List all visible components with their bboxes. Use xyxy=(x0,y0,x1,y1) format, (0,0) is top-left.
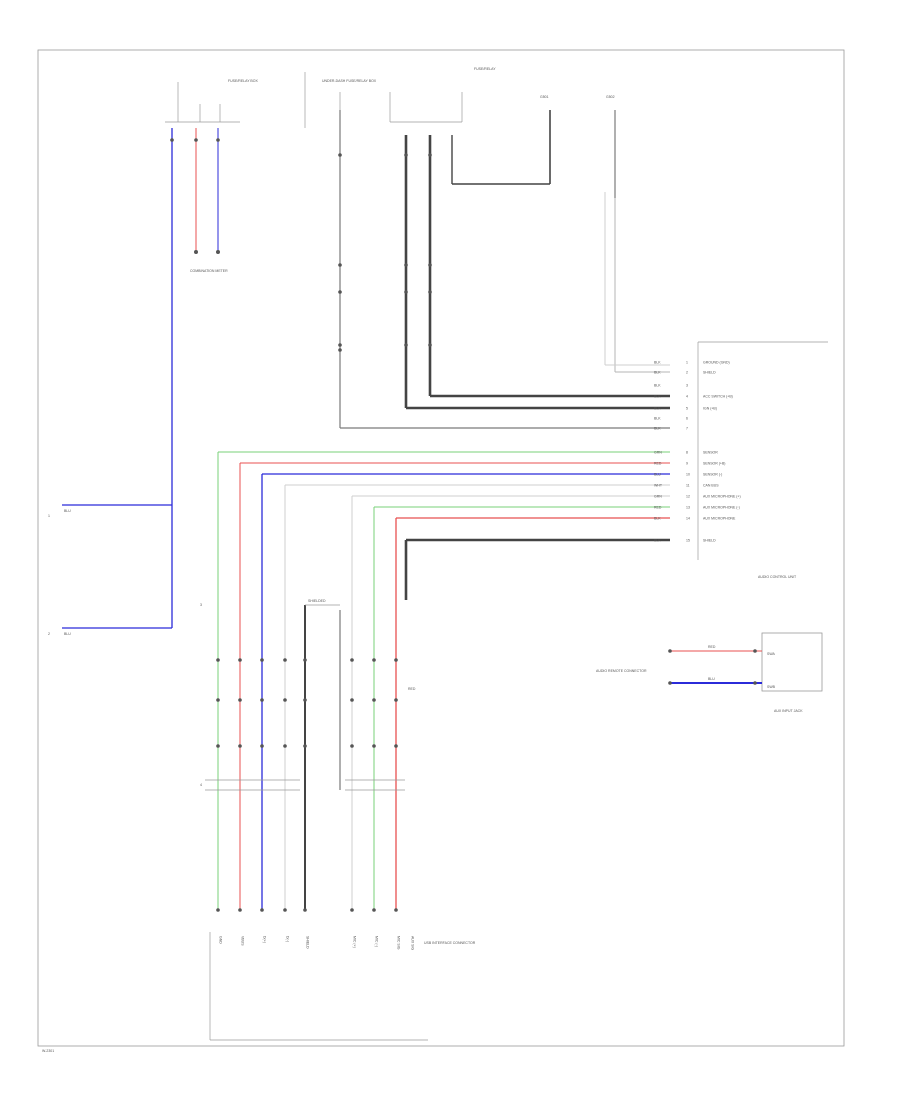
mid-wire-label: RED xyxy=(408,687,416,691)
ignition-wire-group: UNDER-DASH FUSE/RELAY BOX xyxy=(322,79,670,429)
unit-pin-color: BLK xyxy=(654,417,661,421)
usb-pin-label: GND xyxy=(219,936,223,944)
unit-pin-number: 3 xyxy=(686,384,688,388)
unit-name: AUDIO CONTROL UNIT xyxy=(758,575,797,579)
unit-pin-color: GRN xyxy=(654,495,662,499)
usb-pin-label: VBUS xyxy=(241,936,245,946)
unit-pin-number: 8 xyxy=(686,451,688,455)
svg-text:3: 3 xyxy=(200,603,202,607)
fuse-box-label: FUSE/RELAY BOX xyxy=(228,79,258,83)
shield-label: SHIELDED xyxy=(308,599,326,603)
unit-pin-name: SENSOR (-) xyxy=(703,473,722,477)
unit-pin-color: BLU xyxy=(654,473,661,477)
unit-pin-number: 9 xyxy=(686,462,688,466)
unit-pin-color: BLK xyxy=(654,384,661,388)
unit-pin-name: CAN BUS xyxy=(703,484,719,488)
aux-name: AUX INPUT JACK xyxy=(774,709,803,713)
usb-pin-label: AUX SIG xyxy=(411,936,415,950)
left-wire-label-1: BLU xyxy=(64,509,71,513)
unit-pin-number: 7 xyxy=(686,427,688,431)
unit-pin-number: 4 xyxy=(686,395,688,399)
unit-pin-color: GRN xyxy=(654,451,662,455)
unit-pin-name: AUX MICROPHONE (+) xyxy=(703,495,741,499)
relay-group: FUSE/RELAY xyxy=(389,67,670,410)
usb-pin-list: GND VBUS D(+) D(-) SHIELD MIC (+) MIC (-) MIC S… xyxy=(219,936,415,950)
ground-group: G501 G502 xyxy=(540,95,670,373)
unit-pin-number: 15 xyxy=(686,539,690,543)
usb-pin-label: D(-) xyxy=(286,936,290,942)
unit-pin-color: RED xyxy=(654,462,662,466)
aux-connector-label: AUDIO REMOTE CONNECTOR xyxy=(596,669,647,673)
unit-pin-name: IGN (+B) xyxy=(703,407,717,411)
left-wire-label-2: BLU xyxy=(64,632,71,636)
usb-pin-label: SHIELD xyxy=(306,936,310,949)
unit-pin-number: 2 xyxy=(686,371,688,375)
ground-a-label: G501 xyxy=(540,95,549,99)
meter-label: COMBINATION METER xyxy=(190,269,228,273)
unit-pin-name: SENSOR (+B) xyxy=(703,462,725,466)
unit-pin-color: BLK xyxy=(654,517,661,521)
usb-connector-label: USB INTERFACE CONNECTOR xyxy=(424,941,476,945)
aux-pin-b: SWB xyxy=(767,685,776,689)
usb-pin-label: D(+) xyxy=(263,936,267,943)
svg-text:FUSE/RELAY: FUSE/RELAY xyxy=(474,67,496,71)
aux-pin-a: SWA xyxy=(767,652,776,656)
diagram-frame xyxy=(37,49,845,1047)
svg-text:1: 1 xyxy=(48,514,50,518)
unit-pin-name: SHIELD xyxy=(703,371,716,375)
fuse-box-group: FUSE/RELAY BOX COMBINATION METER BLU BLU… xyxy=(48,72,306,636)
usb-pin-label: MIC (+) xyxy=(353,936,357,948)
unit-pin-number: 6 xyxy=(686,417,688,421)
ground-b-label: G502 xyxy=(606,95,615,99)
unit-pin-color: BLK xyxy=(654,371,661,375)
unit-pin-name: AUX MICROPHONE xyxy=(703,517,736,521)
svg-text:2: 2 xyxy=(48,632,50,636)
unit-pin-number: 14 xyxy=(686,517,690,521)
unit-pin-color: BLK xyxy=(654,361,661,365)
unit-pin-name: SHIELD xyxy=(703,539,716,543)
usb-pin-label: MIC (-) xyxy=(375,936,379,947)
aux-wire-a: RED xyxy=(708,645,716,649)
junction-label: UNDER-DASH FUSE/RELAY BOX xyxy=(322,79,377,83)
unit-pin-color: RED xyxy=(654,506,662,510)
unit-pin-number: 13 xyxy=(686,506,690,510)
svg-text:4: 4 xyxy=(200,783,202,787)
unit-pin-color: WHT xyxy=(654,484,663,488)
unit-pin-number: 5 xyxy=(686,407,688,411)
footer-code: W-2301 xyxy=(42,1049,54,1053)
unit-pin-color: BLK xyxy=(654,427,661,431)
unit-pin-name: SENSOR xyxy=(703,451,718,455)
unit-pin-number: 12 xyxy=(686,495,690,499)
aux-wire-b: BLU xyxy=(708,677,715,681)
unit-pin-number: 10 xyxy=(686,473,690,477)
unit-pin-color: BLK xyxy=(654,539,661,543)
usb-connector: USB INTERFACE CONNECTOR GND VBUS D(+) D(-) S… xyxy=(209,932,476,1041)
unit-pin-number: 1 xyxy=(686,361,688,365)
unit-pin-name: ACC SWITCH (+B) xyxy=(703,395,733,399)
unit-pin-color: BLK xyxy=(654,407,661,411)
signal-harness: SHIELDED RED 3 4 xyxy=(200,451,670,912)
unit-pin-color: BLK xyxy=(654,395,661,399)
aux-jack-group: AUDIO REMOTE CONNECTOR RED BLU SWA SWB A… xyxy=(596,632,823,713)
unit-pin-name: AUX MICROPHONE (-) xyxy=(703,506,740,510)
unit-pin-name: GROUND (GND) xyxy=(703,361,730,365)
unit-pin-number: 11 xyxy=(686,484,690,488)
usb-pin-label: MIC SIG xyxy=(397,936,401,950)
